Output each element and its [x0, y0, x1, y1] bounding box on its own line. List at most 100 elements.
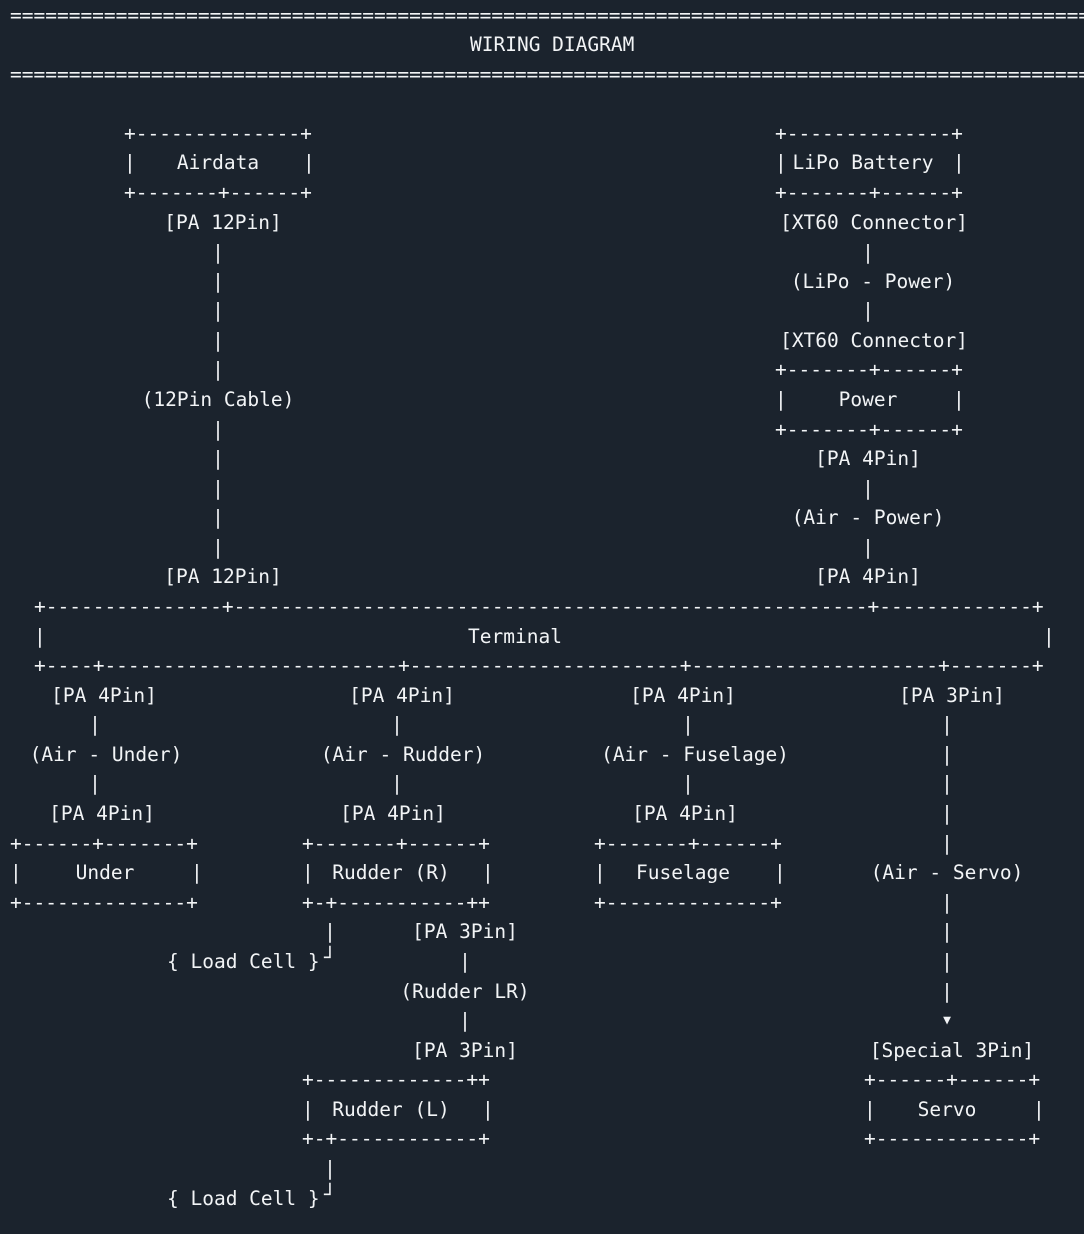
under-box-right-border: | [191, 861, 203, 884]
servo-cable-line: | [941, 713, 953, 736]
fuselage-box-right-border: | [774, 861, 786, 884]
fuselage-pa4-connector-bottom: [PA 4Pin] [632, 802, 738, 825]
rudder-r-box-right-border: | [482, 861, 494, 884]
servo-cable-line: | [941, 832, 953, 855]
servo-box-label: Servo [917, 1098, 977, 1121]
power-box-bottom-border: +-------+------+ [775, 418, 963, 441]
rudder-lr-pa3-connector-bottom: [PA 3Pin] [412, 1039, 518, 1062]
lipo-box-top-border: +--------------+ [775, 122, 963, 145]
load-cell-corner: ┘ [324, 1183, 336, 1206]
air-rudder-cable-label: (Air - Rudder) [320, 743, 486, 766]
airdata-box-top-border: +--------------+ [124, 122, 312, 145]
load-cell-lead-line: | [324, 920, 336, 943]
load-cell-lead-line: | [324, 1157, 336, 1180]
airdata-pa12-connector-top: [PA 12Pin] [164, 211, 282, 234]
air-servo-cable-label: (Air - Servo) [870, 861, 1024, 884]
title-separator-rule: ========================================… [10, 63, 1084, 86]
lipo-power-line: | [862, 241, 874, 264]
airdata-cable-line: | [212, 418, 224, 441]
rudder-lr-cable-line: | [459, 1009, 471, 1032]
lipo-box-left-border: | [775, 151, 787, 174]
power-pa4-connector-top: [PA 4Pin] [815, 447, 921, 470]
rudder-cable-line: | [391, 713, 403, 736]
diagram-title: WIRING DIAGRAM [470, 33, 635, 56]
xt60-connector-bottom: [XT60 Connector] [780, 329, 968, 352]
airdata-box-right-border: | [303, 151, 315, 174]
airdata-cable-line: | [212, 241, 224, 264]
rudder-cable-line: | [391, 772, 403, 795]
rudder-lr-pa3-connector-top: [PA 3Pin] [412, 920, 518, 943]
rudder-l-box-right-border: | [482, 1098, 494, 1121]
airdata-cable-line: | [212, 329, 224, 352]
fuselage-box-top-border: +-------+------+ [594, 832, 782, 855]
terminal-box-right-border: | [1043, 625, 1055, 648]
rudder-r-box-label: Rudder (R) [332, 861, 450, 884]
load-cell-label-left: { Load Cell } [167, 1187, 320, 1210]
top-separator-rule: ========================================… [10, 4, 1084, 27]
power-box-label: Power [838, 388, 898, 411]
servo-cable-line: | [941, 920, 953, 943]
servo-box-right-border: | [1033, 1098, 1045, 1121]
rudder-pa4-connector-bottom: [PA 4Pin] [340, 802, 446, 825]
lipo-power-line: | [862, 477, 874, 500]
special-3pin-connector: [Special 3Pin] [869, 1039, 1035, 1062]
servo-box-top-border: +------+------+ [864, 1068, 1041, 1091]
rudder-l-box-top-border: +-------------++ [302, 1068, 490, 1091]
rudder-r-box-top-border: +-------+------+ [302, 832, 490, 855]
under-cable-line: | [89, 772, 101, 795]
airdata-cable-line: | [212, 536, 224, 559]
terminal-box-top-border: +---------------+-----------------------… [34, 595, 1044, 618]
airdata-cable-line: | [212, 270, 224, 293]
terminal-box-label: Terminal [468, 625, 562, 648]
lipo-power-line: | [862, 299, 874, 322]
pin12-cable-label: (12Pin Cable) [141, 388, 295, 411]
fuselage-pa4-connector-top: [PA 4Pin] [630, 684, 736, 707]
airdata-cable-line: | [212, 358, 224, 381]
lipo-battery-box-label: LiPo Battery [792, 151, 934, 174]
servo-cable-line: | [941, 802, 953, 825]
airdata-cable-line: | [212, 477, 224, 500]
airdata-cable-line: | [212, 506, 224, 529]
rudder-lr-cable-line: | [459, 950, 471, 973]
servo-cable-line: | [941, 743, 953, 766]
under-pa4-connector-bottom: [PA 4Pin] [49, 802, 155, 825]
airdata-cable-line: | [212, 299, 224, 322]
load-cell-label-right: { Load Cell } [167, 950, 320, 973]
fuselage-box-label: Fuselage [636, 861, 730, 884]
load-cell-corner: ┘ [324, 946, 336, 969]
power-box-top-border: +-------+------+ [775, 358, 963, 381]
servo-cable-line: | [941, 772, 953, 795]
fuselage-cable-line: | [682, 713, 694, 736]
servo-cable-line: | [941, 980, 953, 1003]
rudder-l-box-left-border: | [302, 1098, 314, 1121]
lipo-power-line: | [862, 536, 874, 559]
fuselage-box-left-border: | [594, 861, 606, 884]
rudder-l-box-label: Rudder (L) [332, 1098, 450, 1121]
fuselage-cable-line: | [682, 772, 694, 795]
power-box-right-border: | [953, 388, 965, 411]
lipo-power-cable-label: (LiPo - Power) [790, 270, 956, 293]
air-fuselage-cable-label: (Air - Fuselage) [601, 743, 789, 766]
air-power-cable-label: (Air - Power) [791, 506, 945, 529]
terminal-box-bottom-border: +----+-------------------------+--------… [34, 654, 1044, 677]
under-box-bottom-border: +--------------+ [10, 891, 198, 914]
lipo-box-bottom-border: +-------+------+ [775, 181, 963, 204]
power-pa4-connector-bottom: [PA 4Pin] [815, 565, 921, 588]
under-box-top-border: +------+-------+ [10, 832, 198, 855]
fuselage-box-bottom-border: +--------------+ [594, 891, 782, 914]
under-box-left-border: | [10, 861, 22, 884]
air-under-cable-label: (Air - Under) [29, 743, 183, 766]
servo-box-left-border: | [864, 1098, 876, 1121]
airdata-box-bottom-border: +-------+------+ [124, 181, 312, 204]
xt60-connector-top: [XT60 Connector] [780, 211, 968, 234]
rudder-pa4-connector-top: [PA 4Pin] [349, 684, 455, 707]
lipo-box-right-border: | [953, 151, 965, 174]
under-pa4-connector-top: [PA 4Pin] [51, 684, 157, 707]
rudder-l-box-bottom-border: +-+------------+ [302, 1127, 490, 1150]
power-box-left-border: | [775, 388, 787, 411]
servo-box-bottom-border: +-------------+ [864, 1127, 1041, 1150]
airdata-box-left-border: | [124, 151, 136, 174]
servo-cable-line: | [941, 950, 953, 973]
servo-pa3-connector: [PA 3Pin] [899, 684, 1005, 707]
terminal-box-left-border: | [34, 625, 46, 648]
